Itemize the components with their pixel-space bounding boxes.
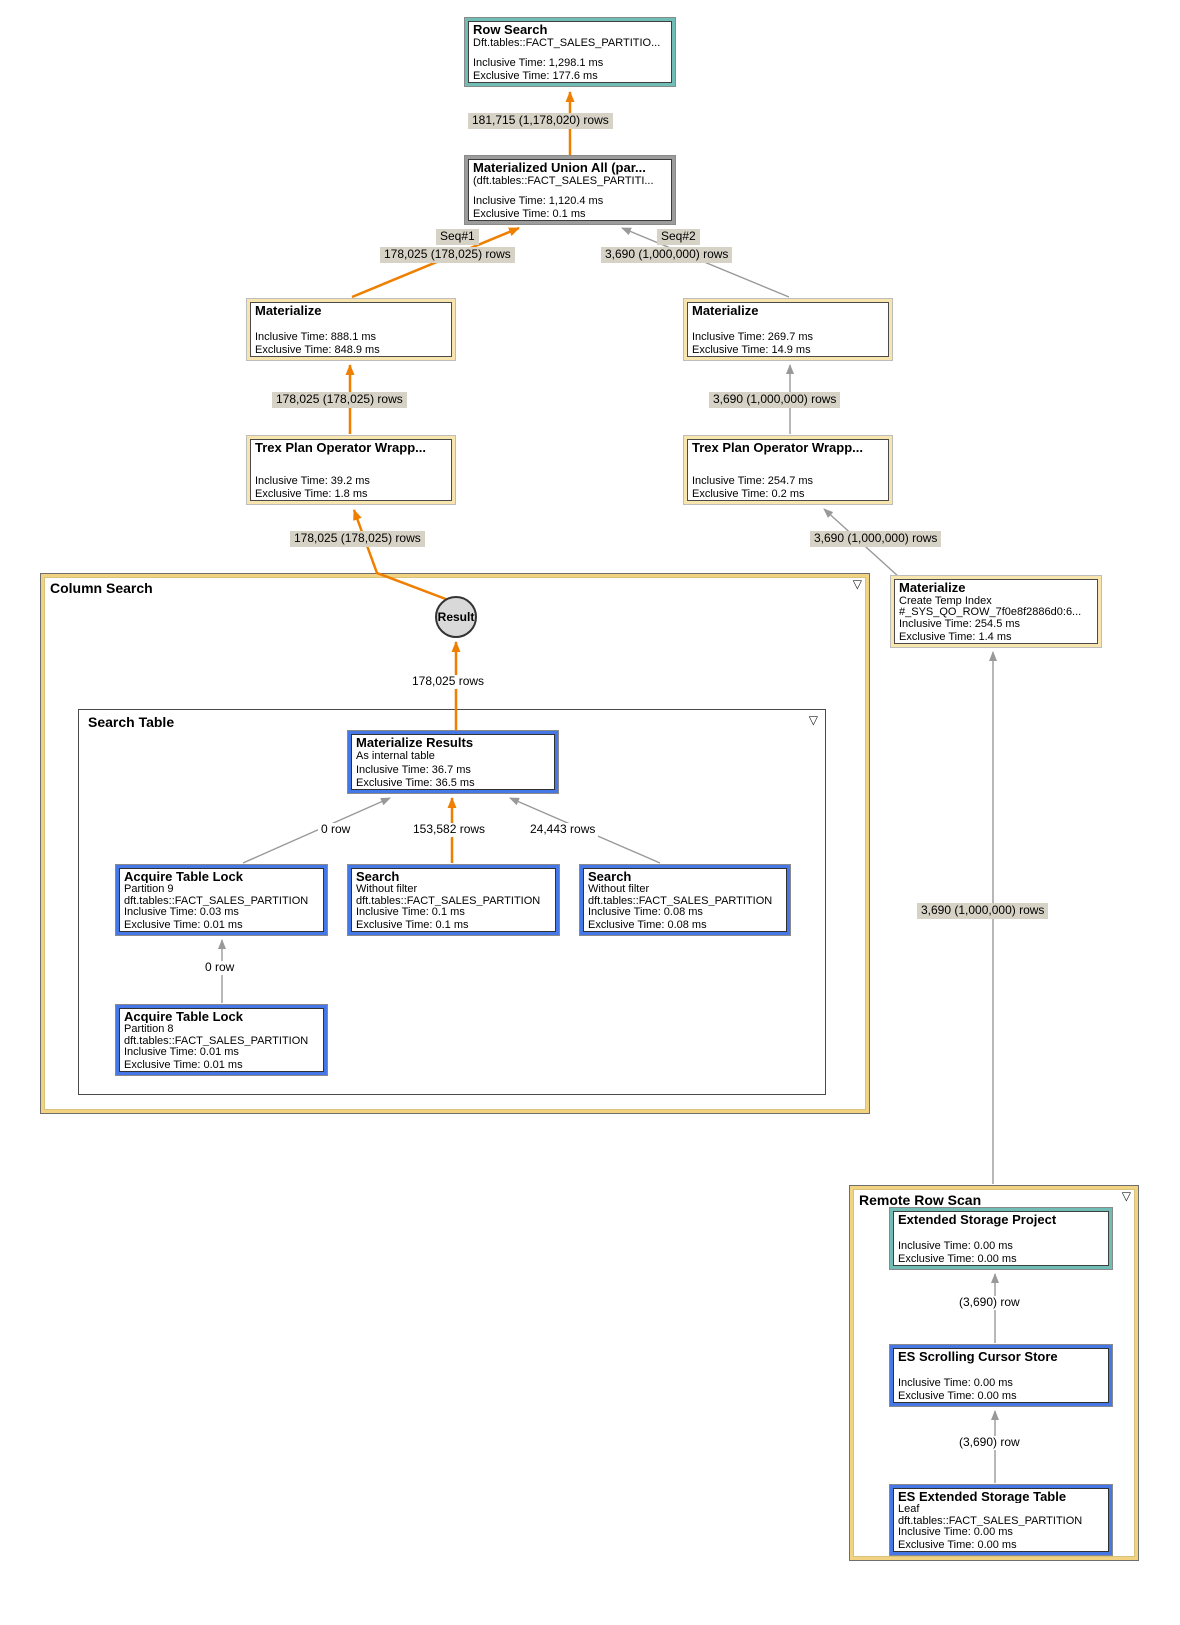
node-es-scrolling-cursor-store[interactable]: ES Scrolling Cursor Store Inclusive Time… bbox=[889, 1344, 1113, 1407]
node-search-right[interactable]: Search Without filter dft.tables::FACT_S… bbox=[579, 864, 791, 936]
node-desc: Dft.tables::FACT_SALES_PARTITIO... bbox=[473, 37, 661, 50]
edge-label-rows: 3,690 (1,000,000) rows bbox=[810, 531, 942, 547]
edge-label-rows: 3,690 (1,000,000) rows bbox=[917, 903, 1049, 919]
node-acquire-table-lock-p9[interactable]: Acquire Table Lock Partition 9 dft.table… bbox=[115, 864, 328, 936]
node-times: Inclusive Time: 0.08 ms Exclusive Time: … bbox=[588, 906, 707, 931]
collapse-triangle-icon[interactable]: ▽ bbox=[808, 713, 818, 727]
edge-label-rows: (3,690) row bbox=[956, 1295, 1023, 1310]
edge-label-rows: 24,443 rows bbox=[527, 822, 599, 837]
node-materialize-temp-index[interactable]: Materialize Create Temp Index #_SYS_QO_R… bbox=[890, 575, 1102, 648]
node-title: Trex Plan Operator Wrapp... bbox=[692, 441, 863, 455]
node-times: Inclusive Time: 269.7 ms Exclusive Time:… bbox=[692, 331, 814, 356]
node-desc: Create Temp Index bbox=[899, 594, 992, 607]
node-title: Materialize bbox=[255, 304, 322, 318]
node-title: Acquire Table Lock bbox=[124, 1010, 243, 1024]
node-desc: dft.tables::FACT_SALES_PARTITION bbox=[356, 894, 541, 907]
edge-label-rows: 178,025 (178,025) rows bbox=[290, 531, 425, 547]
node-title: ES Scrolling Cursor Store bbox=[898, 1350, 1058, 1364]
node-times: Inclusive Time: 0.00 ms Exclusive Time: … bbox=[898, 1526, 1017, 1551]
node-times: Inclusive Time: 36.7 ms Exclusive Time: … bbox=[356, 764, 475, 789]
node-materialize-right[interactable]: Materialize Inclusive Time: 269.7 ms Exc… bbox=[683, 298, 893, 361]
node-title: Trex Plan Operator Wrapp... bbox=[255, 441, 426, 455]
result-node[interactable]: Result bbox=[435, 596, 477, 638]
container-title-column-search: Column Search bbox=[50, 580, 153, 596]
edge-label-rows: 0 row bbox=[318, 822, 354, 837]
container-title-remote-row-scan: Remote Row Scan bbox=[859, 1192, 982, 1208]
edge-label-rows: 153,582 rows bbox=[410, 822, 489, 837]
node-desc: dft.tables::FACT_SALES_PARTITION bbox=[588, 894, 773, 907]
edge-label-rows: 178,025 (178,025) rows bbox=[272, 392, 407, 408]
edge-label-seq2: Seq#2 bbox=[657, 229, 700, 245]
node-times: Inclusive Time: 254.5 ms Exclusive Time:… bbox=[899, 618, 1021, 643]
node-title: Search bbox=[588, 870, 632, 884]
node-desc: Leaf bbox=[898, 1503, 920, 1515]
node-desc: Partition 8 bbox=[124, 1023, 174, 1035]
edge-label-rows: 3,690 (1,000,000) rows bbox=[601, 247, 733, 263]
node-times: Inclusive Time: 1,298.1 ms Exclusive Tim… bbox=[473, 57, 604, 82]
node-times: Inclusive Time: 254.7 ms Exclusive Time:… bbox=[692, 475, 814, 500]
node-desc: As internal table bbox=[356, 750, 435, 763]
node-title: Materialize Results bbox=[356, 736, 474, 750]
node-times: Inclusive Time: 0.1 ms Exclusive Time: 0… bbox=[356, 906, 469, 931]
node-times: Inclusive Time: 0.00 ms Exclusive Time: … bbox=[898, 1240, 1017, 1265]
node-title: Materialize bbox=[899, 581, 966, 595]
node-desc: Partition 9 bbox=[124, 883, 174, 895]
node-materialized-union-all[interactable]: Materialized Union All (par... (dft.tabl… bbox=[464, 155, 676, 225]
node-desc: Without filter bbox=[356, 883, 418, 895]
edge-label-seq1: Seq#1 bbox=[436, 229, 479, 245]
node-desc: #_SYS_QO_ROW_7f0e8f2886d0:6... bbox=[899, 606, 1082, 619]
node-title: Extended Storage Project bbox=[898, 1213, 1057, 1227]
edge-label-rows: 178,025 (178,025) rows bbox=[380, 247, 515, 263]
node-acquire-table-lock-p8[interactable]: Acquire Table Lock Partition 8 dft.table… bbox=[115, 1004, 328, 1076]
collapse-triangle-icon[interactable]: ▽ bbox=[1121, 1189, 1131, 1203]
node-times: Inclusive Time: 0.03 ms Exclusive Time: … bbox=[124, 906, 243, 931]
node-times: Inclusive Time: 1,120.4 ms Exclusive Tim… bbox=[473, 195, 604, 220]
edge-label-rows: 0 row bbox=[202, 960, 238, 975]
node-trex-plan-operator-left[interactable]: Trex Plan Operator Wrapp... Inclusive Ti… bbox=[246, 435, 456, 505]
node-desc: Without filter bbox=[588, 883, 650, 895]
node-title: Search bbox=[356, 870, 400, 884]
node-title: Materialize bbox=[692, 304, 759, 318]
node-row-search[interactable]: Row Search Dft.tables::FACT_SALES_PARTIT… bbox=[464, 17, 676, 87]
node-es-extended-storage-table[interactable]: ES Extended Storage Table Leaf dft.table… bbox=[889, 1484, 1113, 1556]
node-times: Inclusive Time: 0.00 ms Exclusive Time: … bbox=[898, 1377, 1017, 1402]
node-desc: dft.tables::FACT_SALES_PARTITION bbox=[124, 894, 309, 907]
node-desc: (dft.tables::FACT_SALES_PARTITI... bbox=[473, 175, 654, 188]
node-times: Inclusive Time: 0.01 ms Exclusive Time: … bbox=[124, 1046, 243, 1071]
edge-label-rows: 3,690 (1,000,000) rows bbox=[709, 392, 841, 408]
collapse-triangle-icon[interactable]: ▽ bbox=[852, 577, 862, 591]
node-title: Materialized Union All (par... bbox=[473, 161, 646, 175]
edge-label-rows: 181,715 (1,178,020) rows bbox=[468, 113, 613, 129]
node-times: Inclusive Time: 39.2 ms Exclusive Time: … bbox=[255, 475, 370, 500]
edge-label-rows: 178,025 rows bbox=[409, 674, 488, 689]
edge-label-rows: (3,690) row bbox=[956, 1435, 1023, 1450]
container-title-search-table: Search Table bbox=[88, 714, 175, 730]
node-title: Row Search bbox=[473, 23, 548, 37]
node-search-mid[interactable]: Search Without filter dft.tables::FACT_S… bbox=[347, 864, 560, 936]
node-title: ES Extended Storage Table bbox=[898, 1490, 1067, 1504]
node-materialize-left[interactable]: Materialize Inclusive Time: 888.1 ms Exc… bbox=[246, 298, 456, 361]
node-title: Acquire Table Lock bbox=[124, 870, 243, 884]
node-desc: dft.tables::FACT_SALES_PARTITION bbox=[898, 1514, 1083, 1527]
node-extended-storage-project[interactable]: Extended Storage Project Inclusive Time:… bbox=[889, 1207, 1113, 1270]
node-times: Inclusive Time: 888.1 ms Exclusive Time:… bbox=[255, 331, 380, 356]
node-materialize-results[interactable]: Materialize Results As internal table In… bbox=[347, 730, 559, 794]
node-desc: dft.tables::FACT_SALES_PARTITION bbox=[124, 1034, 309, 1047]
node-trex-plan-operator-right[interactable]: Trex Plan Operator Wrapp... Inclusive Ti… bbox=[683, 435, 893, 505]
